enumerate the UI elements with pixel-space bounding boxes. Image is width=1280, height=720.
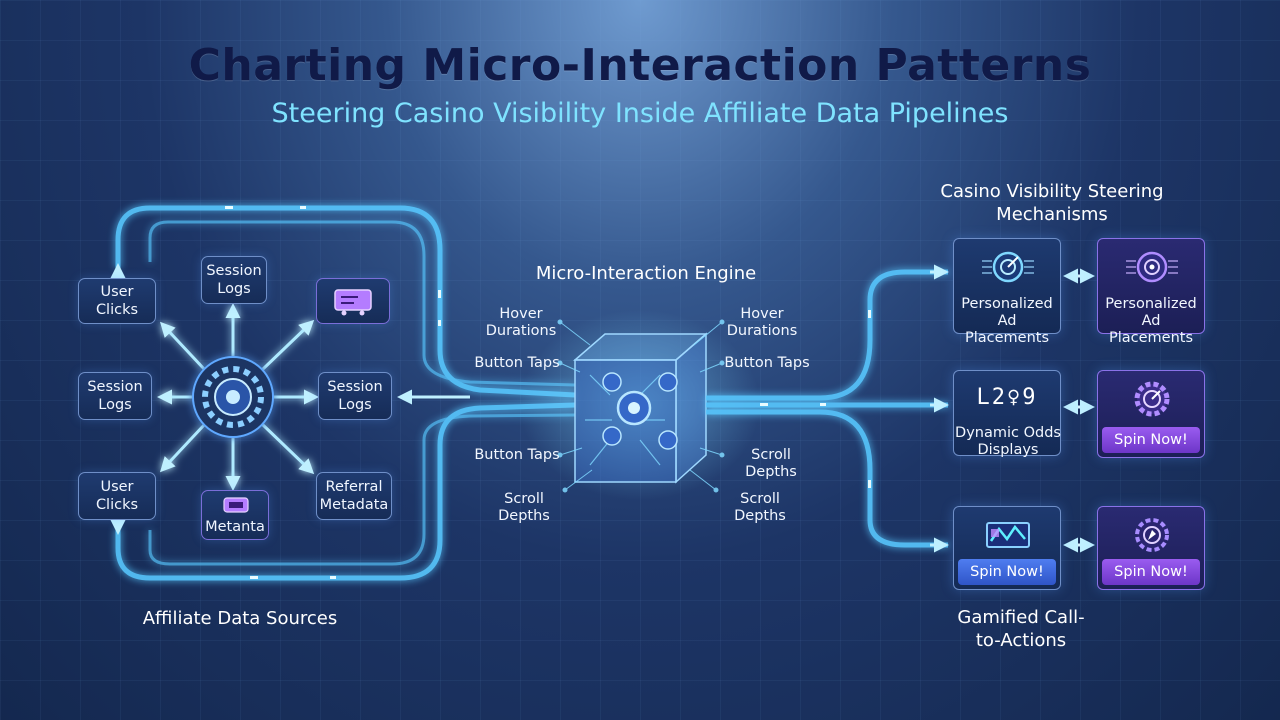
gear-compass-icon [1135,518,1169,552]
card-personalized-ad-2[interactable]: Personalized Ad Placements [1097,238,1205,346]
card-label: Personalized Ad Placements [1105,296,1197,346]
node-metadata[interactable]: Metanta [201,490,269,540]
spin-now-button[interactable]: Spin Now! [958,559,1056,585]
engine-label-left-1: Hover Durations [485,306,557,339]
engine-label-left-4: Scroll Depths [498,491,550,524]
flow-to-top [706,269,948,401]
node-label: User Clicks [95,284,139,318]
flow-to-bottom [706,409,948,548]
hub-gear [192,356,274,438]
spin-now-button[interactable]: Spin Now! [1102,559,1200,585]
engine-label-right-4: Scroll Depths [734,491,786,524]
loop-bottom-inner [148,413,576,566]
node-ticket[interactable] [316,278,390,324]
node-user-clicks-top[interactable]: User Clicks [78,278,156,324]
card-label: Personalized Ad Placements [961,296,1053,346]
sources-title: Affiliate Data Sources [142,608,338,629]
engine-title: Micro-Interaction Engine [535,263,757,284]
node-label: Referral Metadata [319,479,389,513]
page-title: Charting Micro-Interaction Patterns [188,40,1092,91]
card-dynamic-odds[interactable]: L2♀9 Dynamic Odds Displays [953,370,1061,458]
engine-label-right-3: Scroll Depths [745,447,797,480]
engine-label-left-3: Button Taps [474,447,560,463]
engine-label-right-1: Hover Durations [726,306,798,339]
engine-label-left-2: Button Taps [474,355,560,371]
node-session-logs-left[interactable]: Session Logs [78,372,152,420]
node-label: Session Logs [87,379,143,413]
cta-title: Gamified Call-to-Actions [957,607,1085,651]
node-label: Session Logs [206,263,262,297]
engine-cube [520,310,760,500]
card-spin-compass[interactable]: Spin Now! [1097,506,1205,590]
engine-label-right-2: Button Taps [724,355,810,371]
odds-display: L2♀9 [976,385,1038,410]
steering-title: Casino Visibility Steering Mechanisms [940,181,1164,225]
node-label: User Clicks [95,479,139,513]
loop-top-inner [148,220,576,387]
card-label: Dynamic Odds Displays [955,425,1061,458]
ticket-icon [334,289,372,316]
node-session-logs-right[interactable]: Session Logs [318,372,392,420]
node-label: Session Logs [327,379,383,413]
card-spin-gear[interactable]: Spin Now! [1097,370,1205,458]
card-personalized-ad-1[interactable]: Personalized Ad Placements [953,238,1061,346]
card-spin-screen[interactable]: Spin Now! [953,506,1061,590]
node-referral-metadata[interactable]: Referral Metadata [316,472,392,520]
node-label: Metanta [205,519,265,535]
screen-icon [986,522,1030,548]
spin-now-button[interactable]: Spin Now! [1102,427,1200,453]
node-session-logs-top[interactable]: Session Logs [201,256,267,304]
gear-target-icon [1134,381,1170,417]
slot-machine-icon [223,497,249,513]
page-subtitle: Steering Casino Visibility Inside Affili… [271,98,1009,129]
target-icon [982,251,1034,283]
target-icon [1126,251,1178,283]
node-user-clicks-bottom[interactable]: User Clicks [78,472,156,520]
